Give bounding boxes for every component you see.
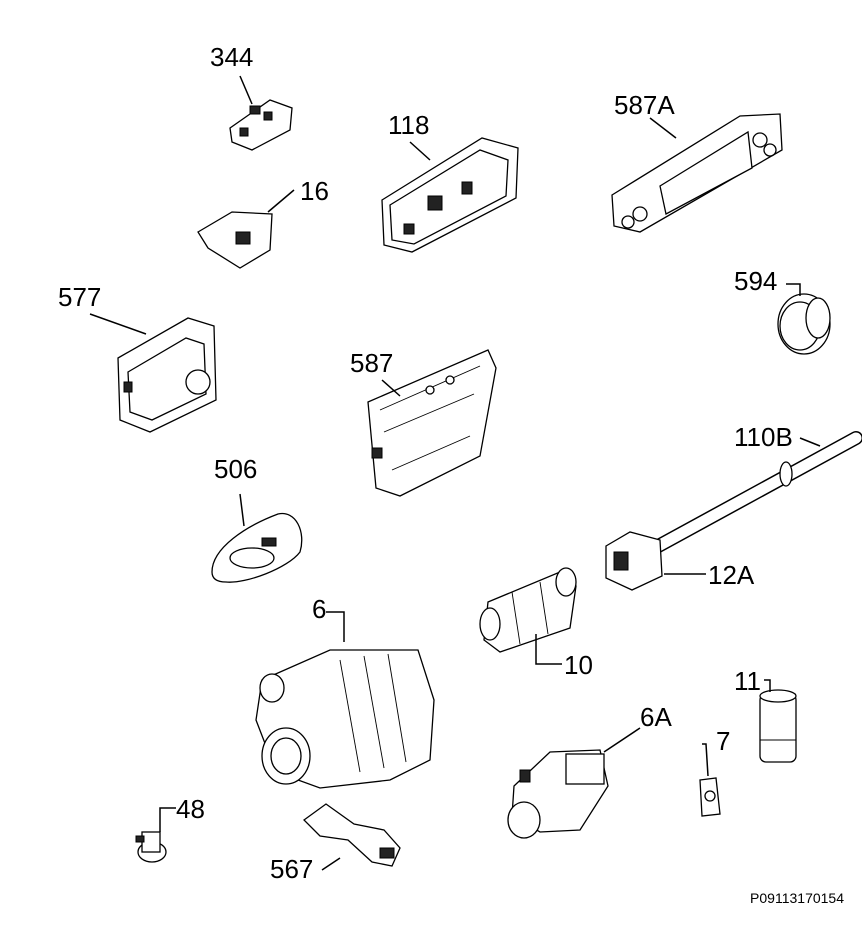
- part-label-16: 16: [300, 176, 329, 206]
- part-587a-drawing: [611, 113, 783, 233]
- part-label-10: 10: [564, 650, 593, 680]
- drawing-code: P09113170154: [750, 890, 844, 906]
- part-label-6: 6: [312, 594, 327, 624]
- part-110b-12a-drawing: [605, 431, 862, 591]
- part-label-48: 48: [176, 794, 205, 824]
- part-16-drawing: [197, 189, 295, 269]
- part-label-12a: 12A: [708, 560, 755, 590]
- part-567-drawing: [303, 803, 401, 871]
- part-6-drawing: [255, 611, 435, 789]
- part-344-drawing: [229, 75, 293, 151]
- part-7-drawing: [699, 743, 721, 817]
- part-48-drawing: [135, 807, 176, 863]
- part-label-110b: 110B: [734, 422, 793, 452]
- part-6a-drawing: [507, 727, 641, 839]
- part-594-drawing: [777, 283, 831, 355]
- part-label-118: 118: [388, 110, 430, 140]
- part-label-587a: 587A: [614, 90, 675, 120]
- part-10-drawing: [479, 567, 577, 665]
- part-11-drawing: [759, 679, 797, 763]
- part-label-344: 344: [210, 42, 254, 72]
- part-118-drawing: [381, 137, 519, 253]
- part-506-drawing: [211, 493, 303, 583]
- part-label-577: 577: [58, 282, 102, 312]
- part-label-587: 587: [350, 348, 394, 378]
- part-label-6a: 6A: [640, 702, 672, 732]
- part-label-506: 506: [214, 454, 258, 484]
- part-label-7: 7: [716, 726, 731, 756]
- part-label-567: 567: [270, 854, 314, 884]
- part-label-11: 11: [734, 666, 761, 696]
- part-label-594: 594: [734, 266, 778, 296]
- part-577-drawing: [89, 313, 217, 433]
- part-587-drawing: [367, 349, 497, 497]
